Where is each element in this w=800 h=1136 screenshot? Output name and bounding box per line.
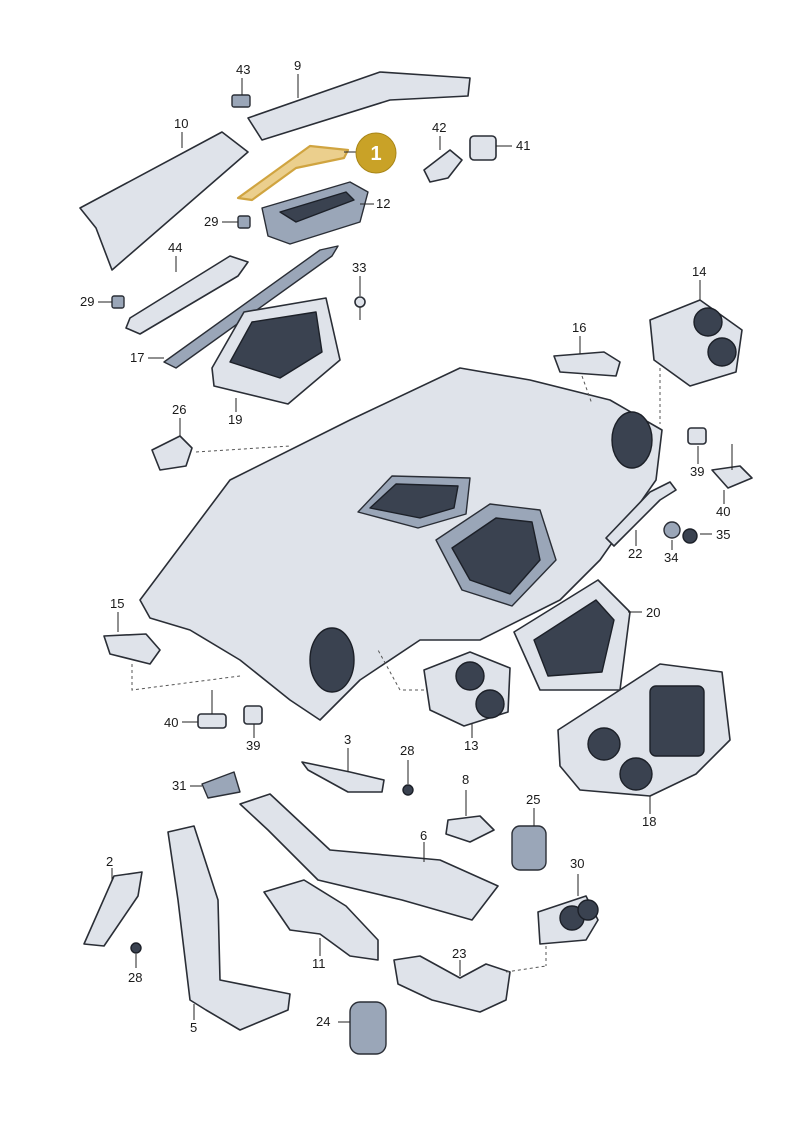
label-6: 6 bbox=[420, 828, 427, 843]
part-3-bracket bbox=[301, 748, 385, 793]
part-29-clip-top bbox=[222, 215, 251, 229]
part-2-bracket bbox=[83, 868, 143, 947]
part-42-bracket bbox=[423, 136, 463, 183]
label-28-mid: 28 bbox=[400, 743, 414, 758]
label-22: 22 bbox=[628, 546, 642, 561]
label-13: 13 bbox=[464, 738, 478, 753]
label-30: 30 bbox=[570, 856, 584, 871]
label-35: 35 bbox=[716, 527, 730, 542]
label-18: 18 bbox=[642, 814, 656, 829]
part-24-grille bbox=[338, 1001, 387, 1055]
part-33-screw bbox=[354, 276, 366, 320]
label-41: 41 bbox=[516, 138, 530, 153]
highlight-number: 1 bbox=[370, 143, 381, 165]
part-8-cover bbox=[445, 790, 495, 843]
part-9-trim bbox=[247, 71, 471, 141]
part-25-grille bbox=[511, 808, 547, 871]
label-12: 12 bbox=[376, 196, 390, 211]
label-31: 31 bbox=[172, 778, 186, 793]
label-9: 9 bbox=[294, 58, 301, 73]
part-31-connector bbox=[190, 771, 241, 799]
part-30-vent bbox=[537, 874, 599, 966]
part-34-knob bbox=[663, 521, 681, 550]
label-33: 33 bbox=[352, 260, 366, 275]
label-20: 20 bbox=[646, 605, 660, 620]
part-40-bolt-right bbox=[711, 444, 753, 504]
part-39-holder-left bbox=[243, 705, 263, 738]
label-39-right: 39 bbox=[690, 464, 704, 479]
label-23: 23 bbox=[452, 946, 466, 961]
label-19: 19 bbox=[228, 412, 242, 427]
part-13-vent bbox=[377, 649, 511, 738]
label-42: 42 bbox=[432, 120, 446, 135]
part-40-bolt-left bbox=[182, 690, 227, 729]
part-11-duct bbox=[263, 879, 379, 961]
label-5: 5 bbox=[190, 1020, 197, 1035]
label-40-right: 40 bbox=[716, 504, 730, 519]
part-12-housing bbox=[261, 181, 374, 245]
part-28-screw-left bbox=[130, 942, 142, 968]
part-26-clip bbox=[151, 418, 193, 471]
main-dashboard bbox=[139, 367, 663, 721]
label-43: 43 bbox=[236, 62, 250, 77]
label-24: 24 bbox=[316, 1014, 330, 1029]
label-44: 44 bbox=[168, 240, 182, 255]
part-35-cap bbox=[682, 528, 712, 544]
part-39-holder-right bbox=[687, 427, 707, 464]
label-3: 3 bbox=[344, 732, 351, 747]
part-22-rod bbox=[605, 481, 677, 547]
label-8: 8 bbox=[462, 772, 469, 787]
part-17-defroster-strip bbox=[148, 245, 339, 369]
part-14-vent bbox=[649, 280, 743, 424]
part-10-trim bbox=[79, 131, 249, 271]
part-43-clip bbox=[231, 78, 251, 108]
highlight-badge bbox=[355, 132, 397, 174]
part-29-clip-left bbox=[98, 295, 125, 309]
label-15: 15 bbox=[110, 596, 124, 611]
part-6-duct bbox=[239, 793, 499, 921]
part-44-pad bbox=[125, 255, 249, 335]
label-39-left: 39 bbox=[246, 738, 260, 753]
part-5-duct bbox=[167, 825, 291, 1031]
label-14: 14 bbox=[692, 264, 706, 279]
label-34: 34 bbox=[664, 550, 678, 565]
label-26: 26 bbox=[172, 402, 186, 417]
label-17: 17 bbox=[130, 350, 144, 365]
label-2: 2 bbox=[106, 854, 113, 869]
label-29-left: 29 bbox=[80, 294, 94, 309]
label-29-top: 29 bbox=[204, 214, 218, 229]
label-40-left: 40 bbox=[164, 715, 178, 730]
part-28-screw-mid bbox=[402, 760, 414, 796]
part-23-duct bbox=[393, 955, 547, 1013]
label-11: 11 bbox=[312, 956, 326, 971]
part-labels: 43 9 10 42 41 12 29 44 33 29 17 14 16 19… bbox=[80, 58, 730, 1035]
part-1-highlighted[interactable]: 1 bbox=[236, 132, 397, 202]
label-28-left: 28 bbox=[128, 970, 142, 985]
label-16: 16 bbox=[572, 320, 586, 335]
part-18-bezel bbox=[557, 663, 731, 814]
part-15-vent bbox=[103, 612, 241, 691]
part-20-bin bbox=[513, 579, 642, 691]
part-19-duct bbox=[211, 297, 341, 412]
part-41-sensor bbox=[469, 135, 512, 161]
label-10: 10 bbox=[174, 116, 188, 131]
part-16-trim bbox=[553, 336, 621, 405]
label-25: 25 bbox=[526, 792, 540, 807]
